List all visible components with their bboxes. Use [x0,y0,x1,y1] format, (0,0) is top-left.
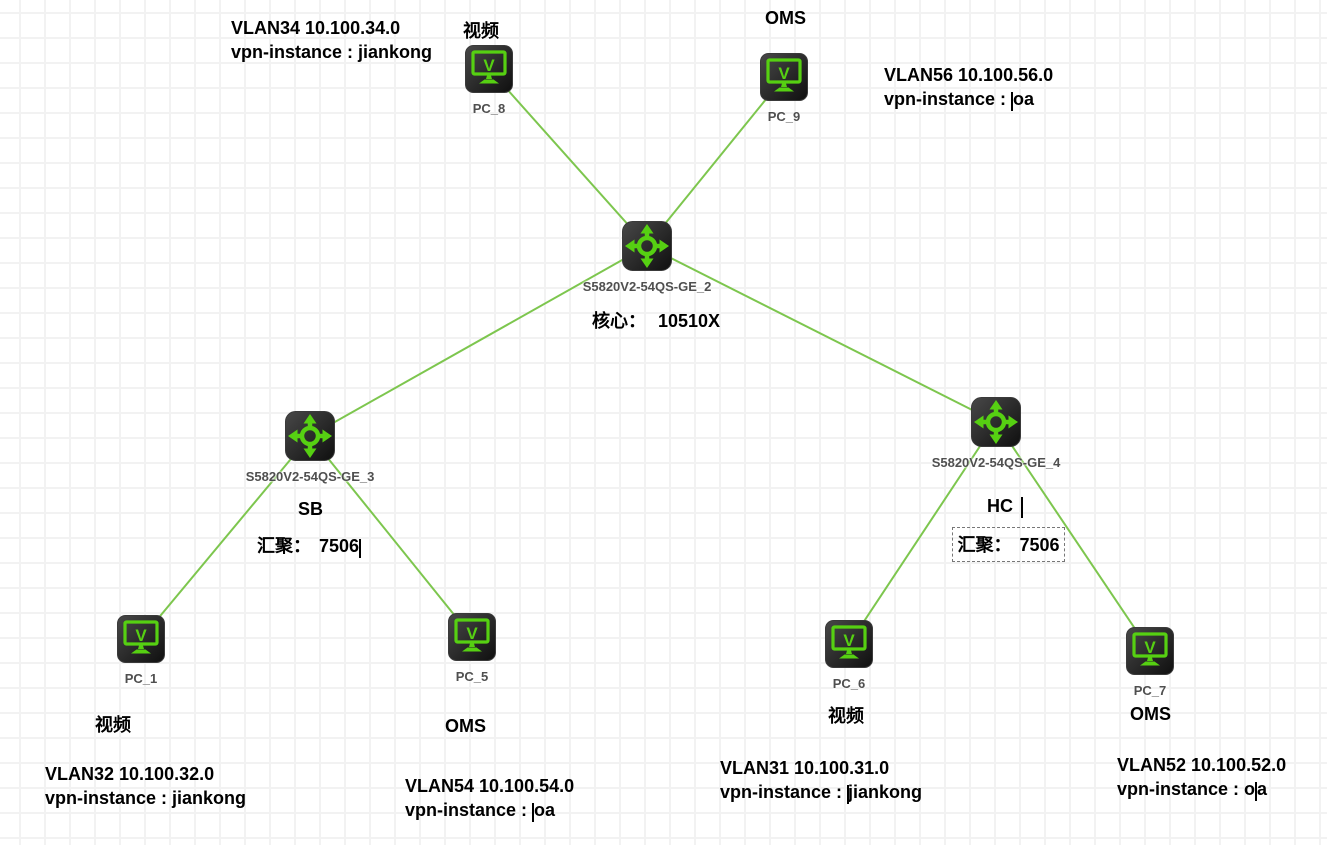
svg-text:V: V [778,64,790,83]
link-core-agg3[interactable] [309,245,648,437]
device-label: PC_8 [472,101,506,116]
annotation-vlan31[interactable]: VLAN31 10.100.31.0 vpn-instance : jianko… [720,756,922,804]
text-caret [359,539,362,558]
annotation-value: 7506 [319,536,360,556]
pc-icon: V [1126,627,1174,680]
svg-text:V: V [135,626,147,645]
text-caret [1021,497,1023,518]
svg-text:V: V [466,624,478,643]
annotation-hc[interactable]: HC [987,494,1023,518]
link-agg3-pc5[interactable] [309,435,473,638]
link-core-agg4[interactable] [646,245,997,423]
annotation-line: VLAN32 10.100.32.0 [45,764,215,784]
link-pc8-core[interactable] [488,68,648,247]
device-label: PC_1 [124,671,158,686]
device-label: PC_7 [1133,683,1167,698]
annotation-line: vpn-instance : jiankong [45,788,247,808]
annotation-line: vpn-instance : oa [405,800,556,822]
annotation-agg-left[interactable]: 汇聚： 7506 [257,534,362,558]
annotation-label: 核心： [592,311,646,331]
device-node-pc1[interactable]: V PC_1 [117,615,165,686]
annotation-vlan54[interactable]: VLAN54 10.100.54.0 vpn-instance : oa [405,774,574,822]
device-node-core-switch[interactable]: S5820V2-54QS-GE_2 [583,221,711,294]
annotation-line: vpn-instance : jiankong [720,782,923,804]
switch-icon [971,397,1021,452]
device-label: S5820V2-54QS-GE_2 [582,279,712,294]
device-node-agg-switch-left[interactable]: S5820V2-54QS-GE_3 [246,411,374,484]
device-label: S5820V2-54QS-GE_3 [245,469,375,484]
annotation-line: VLAN34 10.100.34.0 [231,18,401,38]
text-caret [847,785,850,804]
annotation-sb[interactable]: SB [298,499,324,519]
device-node-pc8[interactable]: V PC_8 [465,45,513,116]
annotation-line: VLAN56 10.100.56.0 [884,65,1054,85]
device-node-pc6[interactable]: V PC_6 [825,620,873,691]
device-label: PC_9 [767,109,801,124]
pc-icon: V [448,613,496,666]
device-label: PC_6 [832,676,866,691]
annotation-label: 汇聚： [957,534,1012,555]
annotation-line: VLAN52 10.100.52.0 [1117,755,1287,775]
annotation-line: VLAN54 10.100.54.0 [405,776,575,796]
device-node-pc9[interactable]: V PC_9 [760,53,808,124]
annotation-oms-right[interactable]: OMS [1130,704,1172,724]
device-label: PC_5 [455,669,489,684]
annotation-value: 7506 [1019,534,1060,555]
annotation-core-role[interactable]: 核心： 10510X [592,309,720,333]
annotation-value: 10510X [658,311,721,331]
pc-icon: V [117,615,165,668]
annotation-line: vpn-instance : jiankong [231,42,433,62]
pc-icon: V [825,620,873,673]
annotation-agg-right-selected[interactable]: 汇聚： 7506 [952,527,1065,562]
link-agg3-pc1[interactable] [140,435,311,640]
switch-icon [285,411,335,466]
annotation-vlan34[interactable]: VLAN34 10.100.34.0 vpn-instance : jianko… [231,16,432,64]
annotation-label: HC [987,496,1013,516]
annotation-oms-top[interactable]: OMS [765,8,807,28]
text-caret [1011,92,1014,111]
pc-icon: V [760,53,808,106]
svg-text:V: V [1144,638,1156,657]
svg-text:V: V [843,631,855,650]
link-agg4-pc7[interactable] [995,421,1151,652]
annotation-vlan56[interactable]: VLAN56 10.100.56.0 vpn-instance : oa [884,63,1053,111]
svg-text:V: V [483,56,495,75]
device-node-pc5[interactable]: V PC_5 [448,613,496,684]
link-agg4-pc6[interactable] [848,421,997,645]
device-node-pc7[interactable]: V PC_7 [1126,627,1174,698]
annotation-video-left[interactable]: 视频 [95,715,131,735]
text-caret [1255,782,1258,801]
annotation-video-top[interactable]: 视频 [463,21,499,41]
annotation-label: 汇聚： [257,536,311,556]
annotation-line: VLAN31 10.100.31.0 [720,758,890,778]
annotation-vlan32[interactable]: VLAN32 10.100.32.0 vpn-instance : jianko… [45,762,246,810]
pc-icon: V [465,45,513,98]
device-node-agg-switch-right[interactable]: S5820V2-54QS-GE_4 [932,397,1060,470]
annotation-oms-left[interactable]: OMS [445,716,487,736]
device-label: S5820V2-54QS-GE_4 [931,455,1061,470]
link-pc9-core[interactable] [646,76,785,247]
annotation-line: vpn-instance : oa [884,89,1035,111]
annotation-video-right[interactable]: 视频 [828,706,864,726]
switch-icon [622,221,672,276]
text-caret [532,803,535,822]
